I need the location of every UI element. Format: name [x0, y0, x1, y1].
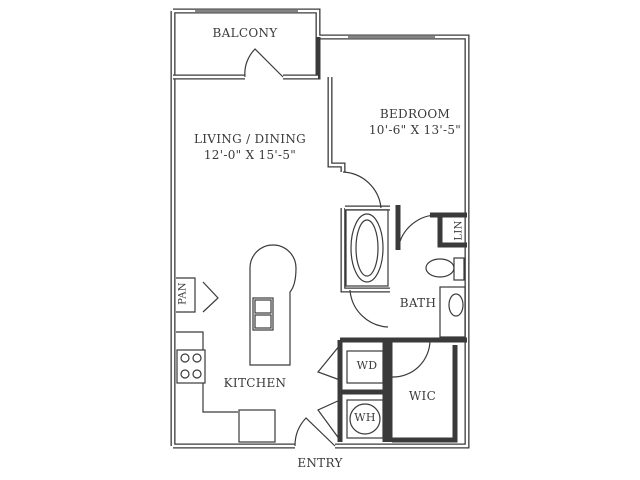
bedroom-size: 10'-6" X 13'-5"	[368, 123, 462, 137]
sink	[252, 297, 274, 331]
washer-dryer	[346, 350, 384, 384]
walls	[170, 8, 470, 449]
doors	[202, 48, 441, 447]
wh-label: WH	[354, 411, 376, 424]
entry-label: ENTRY	[297, 456, 343, 470]
linen-label: LIN	[453, 220, 465, 241]
water-heater	[349, 403, 381, 435]
refrigerator	[238, 409, 276, 443]
living-size: 12'-0" X 15'-5"	[203, 148, 297, 162]
pantry-label: PAN	[177, 282, 189, 305]
toilet	[425, 258, 455, 278]
kitchen-label: KITCHEN	[223, 376, 287, 390]
balcony-label: BALCONY	[212, 26, 278, 40]
wic-label: WIC	[408, 389, 437, 403]
stove	[176, 349, 206, 384]
bedroom-label: BEDROOM	[379, 107, 451, 121]
bathtub	[345, 209, 389, 287]
bath-label: BATH	[399, 296, 437, 310]
living-label: LIVING / DINING	[193, 132, 307, 146]
wd-label: WD	[356, 359, 378, 372]
